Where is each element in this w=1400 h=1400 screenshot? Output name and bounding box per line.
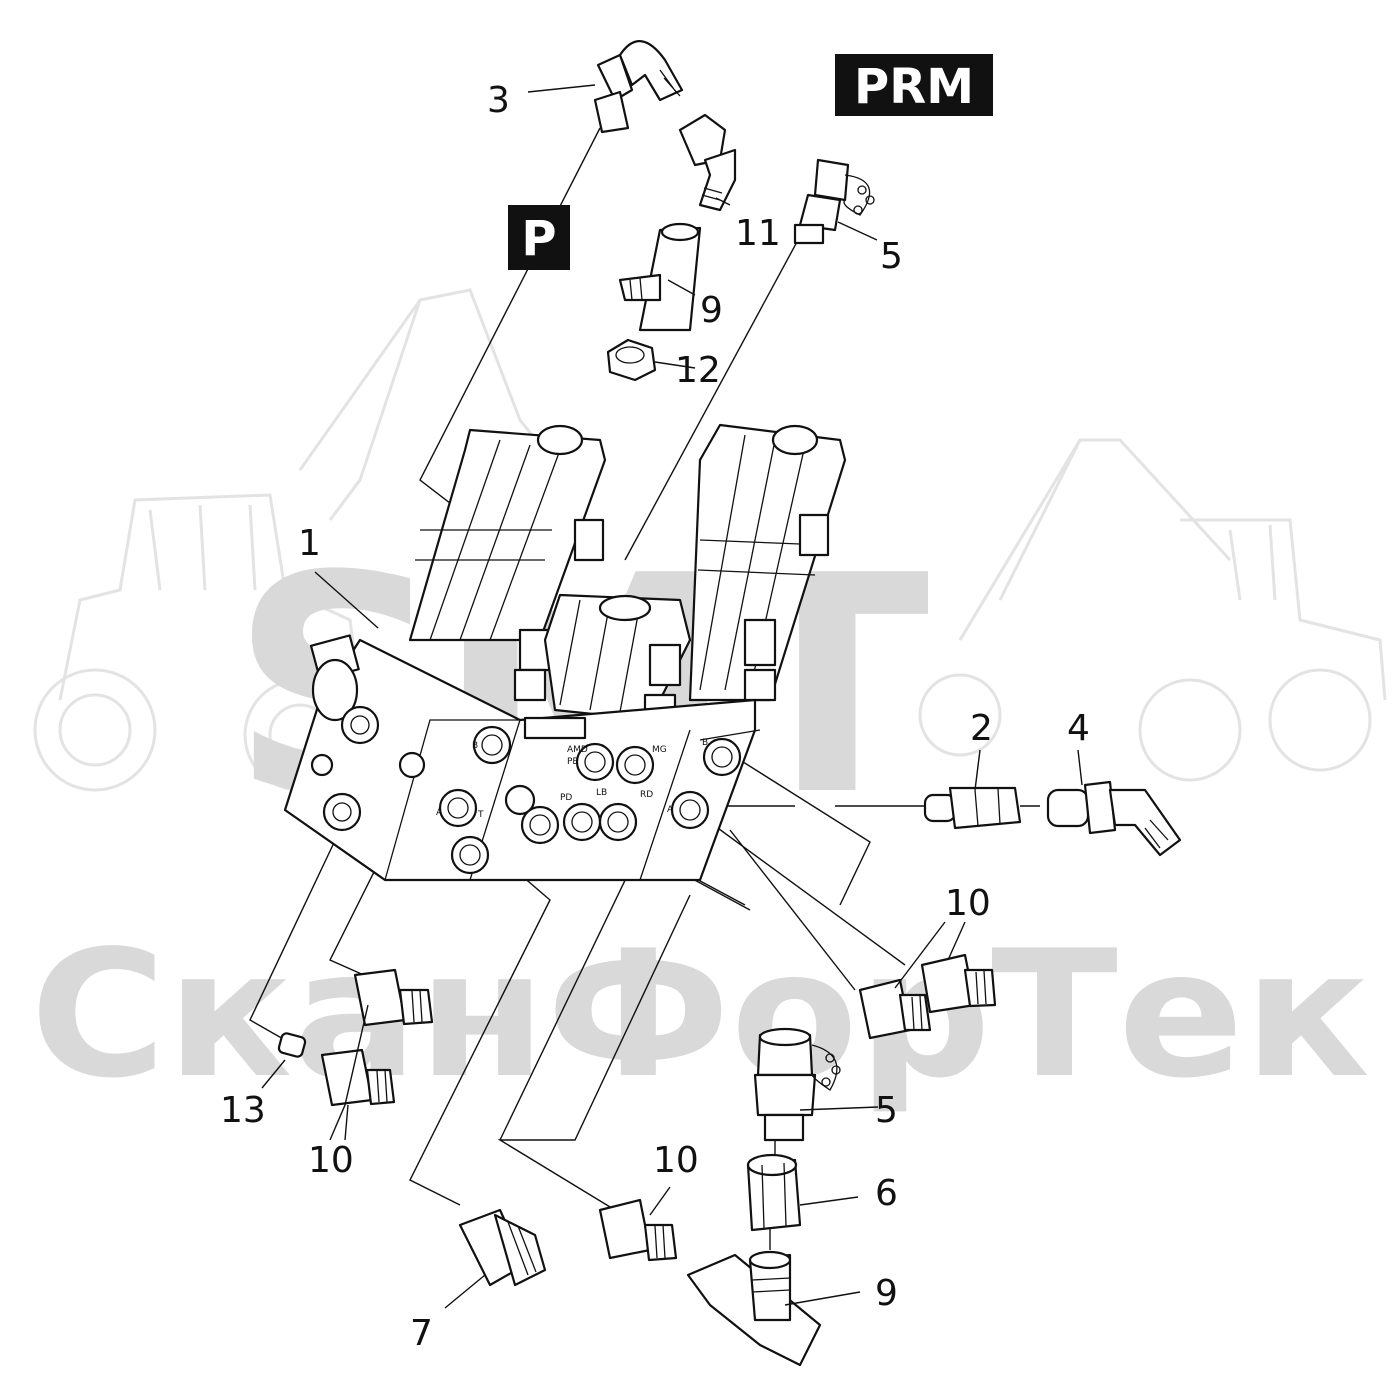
nameplate [523, 716, 587, 740]
port-label: PB [567, 757, 579, 767]
svg-text:PRM: PRM [854, 59, 974, 115]
fitting-5-coupler-bottom [753, 1027, 841, 1142]
callout-9-top: 9 [700, 290, 723, 331]
callout-5-top: 5 [880, 236, 903, 277]
port-label: MG [652, 745, 667, 755]
fitting-9-tee-bottom [686, 1250, 822, 1367]
solenoid-right [688, 423, 847, 702]
port-label: RD [640, 790, 653, 800]
port-label: B [472, 741, 478, 751]
nut-12 [606, 338, 657, 382]
watermark-brand: СканФорТек [30, 914, 1370, 1117]
plug-13 [277, 1032, 307, 1058]
callout-numbers: 3 11 5 9 12 1 2 4 10 13 10 5 10 6 9 7 [220, 80, 1090, 1354]
callout-7: 7 [410, 1313, 433, 1354]
callout-12: 12 [675, 350, 721, 391]
port-label: LB [596, 788, 607, 798]
fitting-10-pair-left [320, 968, 434, 1107]
fitting-7-adapter [458, 1208, 547, 1287]
valve-ports [310, 705, 742, 875]
callout-10-lower: 10 [653, 1140, 699, 1181]
callout-5-bottom: 5 [875, 1090, 898, 1131]
callout-10-left: 10 [308, 1140, 354, 1181]
solenoid-left [408, 424, 607, 702]
callout-13: 13 [220, 1090, 266, 1131]
callout-1: 1 [298, 523, 321, 564]
valve-block-assembly: B A T AMD PB MG PD LB RD B A [283, 423, 847, 882]
fitting-2-adapter [923, 786, 1022, 830]
fitting-5-coupler-top [793, 158, 875, 245]
tag-p: P [508, 205, 570, 270]
port-label: PD [560, 793, 572, 803]
port-label: AMD [567, 745, 588, 755]
svg-text:P: P [521, 211, 556, 267]
callout-6: 6 [875, 1173, 898, 1214]
fitting-11-elbow [678, 113, 737, 212]
fitting-4-elbow [1046, 780, 1182, 857]
watermark-excavator-right [918, 438, 1387, 782]
tag-prm: PRM [835, 54, 993, 116]
callout-leaders [261, 84, 1083, 1309]
callout-10-right: 10 [945, 883, 991, 924]
fitting-9-tee-top [618, 222, 702, 332]
callout-9-bottom: 9 [875, 1273, 898, 1314]
port-label: A [436, 808, 443, 818]
port-label: A [667, 805, 674, 815]
fitting-3-elbow [593, 40, 684, 134]
fitting-10-pair-right [858, 953, 997, 1040]
callout-11: 11 [735, 213, 781, 254]
fitting-10-lower [598, 1198, 678, 1262]
port-label: T [477, 810, 484, 820]
callout-2: 2 [970, 708, 993, 749]
solenoid-center [543, 593, 692, 725]
nut-6 [746, 1153, 802, 1232]
callout-4: 4 [1067, 708, 1090, 749]
callout-3: 3 [487, 80, 510, 121]
port-label: B [702, 738, 708, 748]
